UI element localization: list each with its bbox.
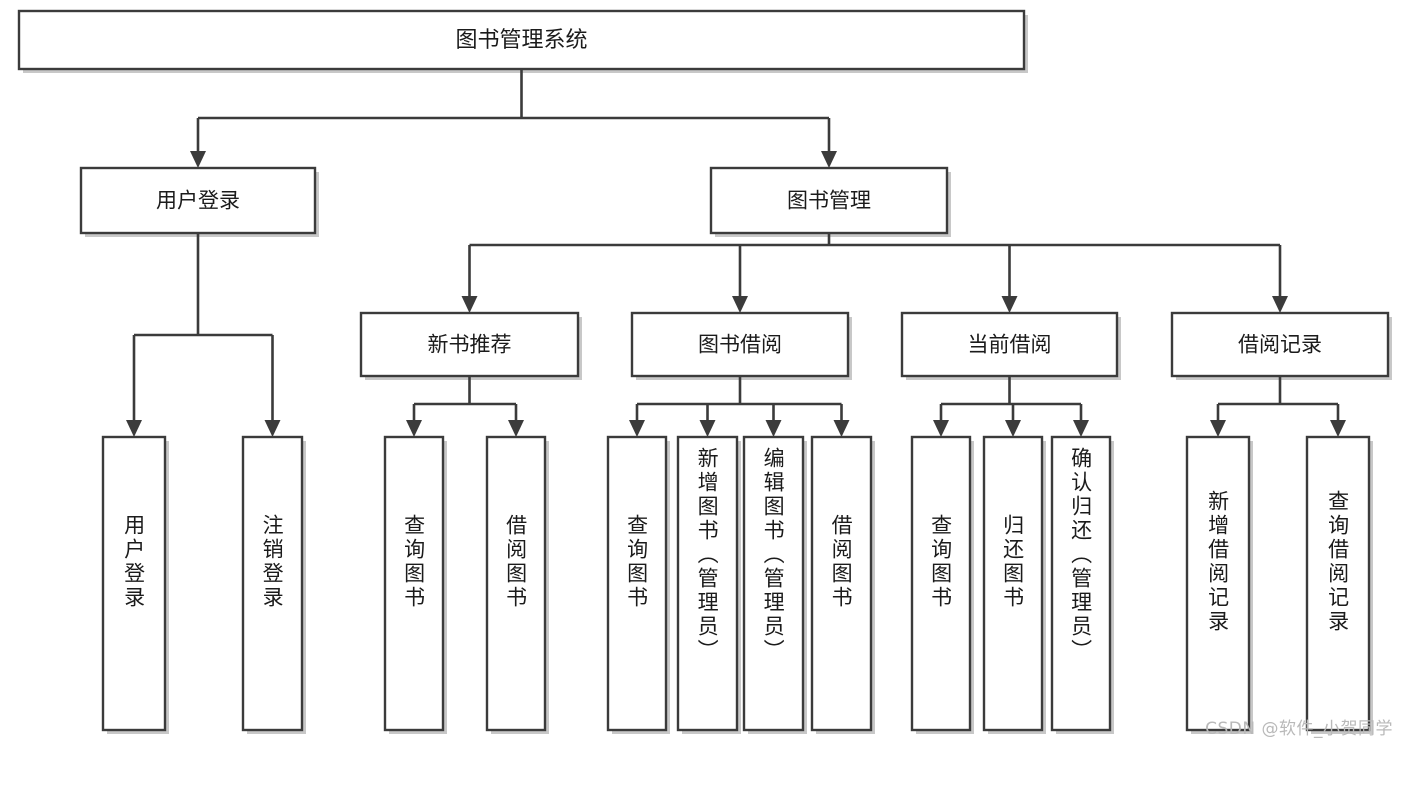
box-outline xyxy=(910,435,972,732)
borrow-record-to-br-query-record-arrow xyxy=(1330,420,1346,437)
box-outline xyxy=(606,435,668,732)
box-outline xyxy=(1185,435,1251,732)
book-manage-to-borrow-record-arrow xyxy=(1272,296,1288,313)
book-borrow-to-bb-edit-book-arrow xyxy=(765,420,782,437)
node-br-query-record[interactable] xyxy=(1305,435,1373,734)
box-outline xyxy=(900,311,1119,378)
new-book-recommend-to-nbr-borrow-book-arrow xyxy=(508,420,524,437)
node-user-logout[interactable] xyxy=(241,435,306,734)
node-bb-add-book[interactable] xyxy=(676,435,741,734)
borrow-record-to-br-add-record-arrow xyxy=(1210,420,1226,437)
box-outline xyxy=(101,435,167,732)
node-bb-query-book[interactable] xyxy=(606,435,670,734)
diagram-root: 图书管理系统用户登录图书管理新书推荐图书借阅当前借阅借阅记录 用户登录注销登录查… xyxy=(17,9,1393,739)
node-cb-return-book[interactable] xyxy=(982,435,1046,734)
box-outline xyxy=(742,435,805,732)
box-outline xyxy=(810,435,873,732)
root-to-book-manage-arrow xyxy=(821,151,837,168)
node-book-borrow[interactable] xyxy=(630,311,852,380)
node-new-book-recommend-label: 新书推荐 xyxy=(428,333,512,357)
node-user-login-label: 用户登录 xyxy=(156,189,240,213)
box-outline xyxy=(982,435,1044,732)
book-manage-to-book-borrow-arrow xyxy=(732,296,748,313)
watermark: CSDN @软件_小贺同学 xyxy=(1205,719,1393,739)
node-nbr-query-book[interactable] xyxy=(383,435,447,734)
box-outline xyxy=(17,9,1026,71)
node-borrow-record-label: 借阅记录 xyxy=(1238,333,1322,357)
box-outline xyxy=(359,311,580,378)
node-br-add-record[interactable] xyxy=(1185,435,1253,734)
box-outline xyxy=(709,166,949,235)
node-bb-edit-book[interactable] xyxy=(742,435,807,734)
box-outline xyxy=(383,435,445,732)
box-outline xyxy=(676,435,739,732)
node-bb-borrow-book[interactable] xyxy=(810,435,875,734)
book-manage-to-current-borrow-arrow xyxy=(1001,296,1018,313)
node-user-login[interactable] xyxy=(79,166,319,237)
node-root[interactable] xyxy=(17,9,1028,73)
current-borrow-to-cb-confirm-return-arrow xyxy=(1073,420,1089,437)
node-user-login-do[interactable] xyxy=(101,435,169,734)
current-borrow-to-cb-query-book-arrow xyxy=(933,420,949,437)
box-outline xyxy=(1170,311,1390,378)
node-cb-confirm-return[interactable] xyxy=(1050,435,1114,734)
user-login-to-user-login-do-arrow xyxy=(126,420,142,437)
book-manage-to-new-book-recommend-arrow xyxy=(461,296,478,313)
book-borrow-to-bb-query-book-arrow xyxy=(629,420,645,437)
box-outline xyxy=(630,311,850,378)
root-to-user-login-arrow xyxy=(190,151,206,168)
box-outline xyxy=(485,435,547,732)
node-current-borrow[interactable] xyxy=(900,311,1121,380)
new-book-recommend-to-nbr-query-book-arrow xyxy=(406,420,422,437)
user-login-to-user-logout-arrow xyxy=(264,420,281,437)
node-current-borrow-label: 当前借阅 xyxy=(968,333,1052,357)
node-cb-query-book[interactable] xyxy=(910,435,974,734)
current-borrow-to-cb-return-book-arrow xyxy=(1005,420,1021,437)
node-book-borrow-label: 图书借阅 xyxy=(698,333,782,357)
node-book-manage[interactable] xyxy=(709,166,951,237)
node-borrow-record[interactable] xyxy=(1170,311,1392,380)
node-book-manage-label: 图书管理 xyxy=(787,189,871,213)
node-root-label: 图书管理系统 xyxy=(455,28,587,53)
book-borrow-to-bb-borrow-book-arrow xyxy=(833,420,850,437)
node-nbr-borrow-book[interactable] xyxy=(485,435,549,734)
box-outline xyxy=(241,435,304,732)
box-outline xyxy=(1050,435,1112,732)
box-outline xyxy=(79,166,317,235)
book-borrow-to-bb-add-book-arrow xyxy=(699,420,716,437)
node-new-book-recommend[interactable] xyxy=(359,311,582,380)
box-outline xyxy=(1305,435,1371,732)
